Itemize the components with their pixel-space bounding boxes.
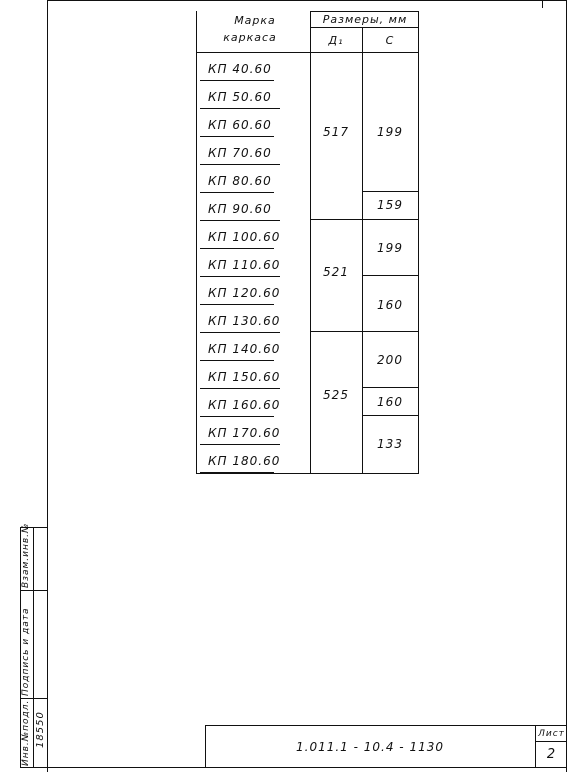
- side-stamp-col3-label: Взам.инв.№: [21, 522, 31, 588]
- row-underline: [200, 136, 274, 137]
- row-underline: [200, 164, 280, 165]
- corner-number: 15: [550, 0, 563, 4]
- mark-cell: КП 140.60: [208, 342, 281, 356]
- mark-cell: КП 70.60: [208, 146, 272, 160]
- document-code: 1.011.1 - 10.4 - 1130: [296, 740, 444, 754]
- row-underline: [200, 192, 274, 193]
- c-value: 133: [377, 437, 403, 451]
- mark-cell: КП 150.60: [208, 370, 281, 384]
- c-value: 199: [377, 241, 403, 255]
- frame-right: [566, 0, 567, 772]
- mark-cell: КП 180.60: [208, 454, 281, 468]
- side-stamp-sep-1: [20, 590, 48, 591]
- side-stamp-outer-left: [20, 527, 21, 768]
- title-block-left: [205, 725, 206, 768]
- c-separator-1: [362, 191, 419, 192]
- mark-cell: КП 60.60: [208, 118, 272, 132]
- d1-value: 517: [323, 125, 349, 139]
- row-underline: [200, 304, 274, 305]
- row-underline: [200, 332, 280, 333]
- row-underline: [200, 472, 274, 473]
- d1-separator-2: [310, 331, 363, 332]
- row-underline: [200, 80, 274, 81]
- row-underline: [200, 276, 280, 277]
- title-block-top: [205, 725, 567, 726]
- d1-value: 521: [323, 265, 349, 279]
- frame-bottom: [20, 767, 567, 768]
- c-separator-6: [362, 415, 419, 416]
- mark-header-line1: Марка: [234, 13, 276, 27]
- table-bottom-border: [196, 473, 310, 474]
- d1-separator-1: [310, 219, 363, 220]
- side-stamp-top: [20, 527, 48, 528]
- side-stamp-sep-2: [20, 698, 48, 699]
- row-underline: [200, 444, 280, 445]
- c-separator-2: [362, 219, 419, 220]
- mark-header-line2: каркаса: [223, 30, 277, 44]
- title-block-sheet-sep: [535, 741, 567, 742]
- d1-value: 525: [323, 388, 349, 402]
- c-value: 200: [377, 353, 403, 367]
- c-separator-3: [362, 275, 419, 276]
- row-underline: [200, 360, 274, 361]
- mark-cell: КП 90.60: [208, 202, 272, 216]
- side-stamp-mid: [33, 527, 34, 768]
- table-right-border: [418, 11, 419, 473]
- c-separator-4: [362, 331, 419, 332]
- c-separator-5: [362, 387, 419, 388]
- mark-cell: КП 80.60: [208, 174, 272, 188]
- c-value: 160: [377, 298, 403, 312]
- side-stamp-col1-value: 18550: [35, 711, 46, 748]
- c-value: 160: [377, 395, 403, 409]
- row-underline: [200, 388, 280, 389]
- table-left-border: [196, 11, 197, 473]
- header-bottom-line: [196, 52, 419, 53]
- table-bottom-border-2: [310, 473, 419, 474]
- row-underline: [200, 108, 280, 109]
- sheet-number: 2: [546, 746, 557, 762]
- row-underline: [200, 416, 274, 417]
- mark-cell: КП 50.60: [208, 90, 272, 104]
- c-value: 159: [377, 198, 403, 212]
- table-col1-border: [310, 11, 311, 473]
- mark-cell: КП 100.60: [208, 230, 281, 244]
- corner-box-left: [542, 0, 543, 8]
- sheet-label: Лист: [538, 728, 565, 739]
- side-stamp-col1-label: Инв.№подл.: [21, 699, 31, 766]
- row-underline: [200, 248, 274, 249]
- d1-header: Д₁: [328, 33, 344, 47]
- side-stamp-col2-label: Подпись и дата: [21, 607, 31, 696]
- mark-cell: КП 170.60: [208, 426, 281, 440]
- frame-left: [47, 0, 48, 772]
- frame-top: [47, 0, 567, 1]
- mark-cell: КП 110.60: [208, 258, 281, 272]
- mark-cell: КП 130.60: [208, 314, 281, 328]
- table-top-border: [310, 11, 419, 12]
- mark-cell: КП 120.60: [208, 286, 281, 300]
- sizes-header: Размеры, мм: [322, 12, 408, 26]
- table-col2-border: [362, 27, 363, 473]
- sizes-under-line: [310, 27, 419, 28]
- c-value: 199: [377, 125, 403, 139]
- mark-cell: КП 160.60: [208, 398, 281, 412]
- row-underline: [200, 220, 280, 221]
- c-header: С: [385, 33, 395, 47]
- title-block-sheet-left: [535, 725, 536, 768]
- mark-cell: КП 40.60: [208, 62, 272, 76]
